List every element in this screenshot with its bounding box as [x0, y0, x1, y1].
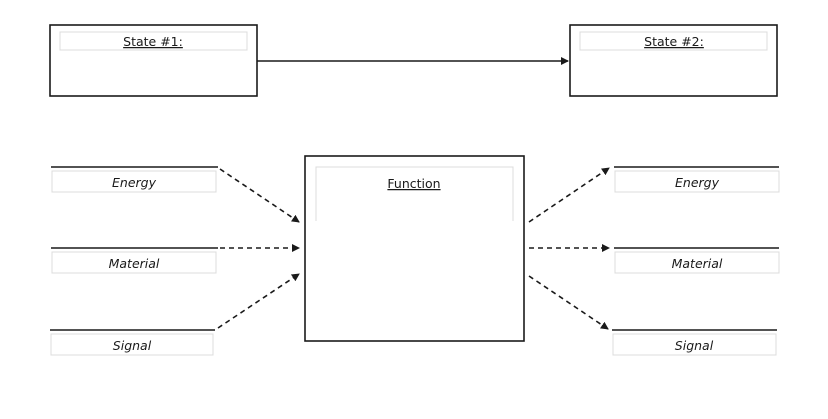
- output-energy: Energy: [614, 166, 780, 193]
- input-material-field[interactable]: [51, 251, 217, 274]
- output-material-field[interactable]: [614, 251, 780, 274]
- output-signal: Signal: [612, 329, 777, 356]
- input-energy-arrow: [219, 168, 300, 223]
- input-energy-label: Energy: [112, 175, 157, 190]
- input-material-label: Material: [109, 256, 160, 271]
- state-1-field[interactable]: [59, 31, 248, 51]
- output-energy-field[interactable]: [614, 170, 780, 193]
- output-signal-label: Signal: [675, 338, 714, 353]
- state-1-box: State #1:: [49, 24, 258, 97]
- function-box: Function: [304, 155, 525, 342]
- function-title: Function: [387, 176, 440, 191]
- input-energy: Energy: [51, 166, 218, 193]
- output-signal-field[interactable]: [612, 333, 777, 356]
- state-1-label: State #1:: [123, 34, 183, 49]
- state-2-box: State #2:: [569, 24, 778, 97]
- input-energy-field[interactable]: [51, 170, 217, 193]
- state-2-label: State #2:: [644, 34, 704, 49]
- output-energy-label: Energy: [675, 175, 720, 190]
- state-2-field[interactable]: [579, 31, 768, 51]
- input-signal-label: Signal: [113, 338, 152, 353]
- input-signal: Signal: [50, 329, 215, 356]
- output-material: Material: [614, 247, 780, 274]
- function-field[interactable]: [315, 166, 514, 221]
- input-signal-field[interactable]: [50, 333, 214, 356]
- output-signal-arrow: [528, 275, 609, 330]
- output-material-label: Material: [672, 256, 723, 271]
- input-signal-arrow: [217, 273, 300, 329]
- output-energy-arrow: [528, 167, 610, 223]
- input-material: Material: [51, 247, 218, 274]
